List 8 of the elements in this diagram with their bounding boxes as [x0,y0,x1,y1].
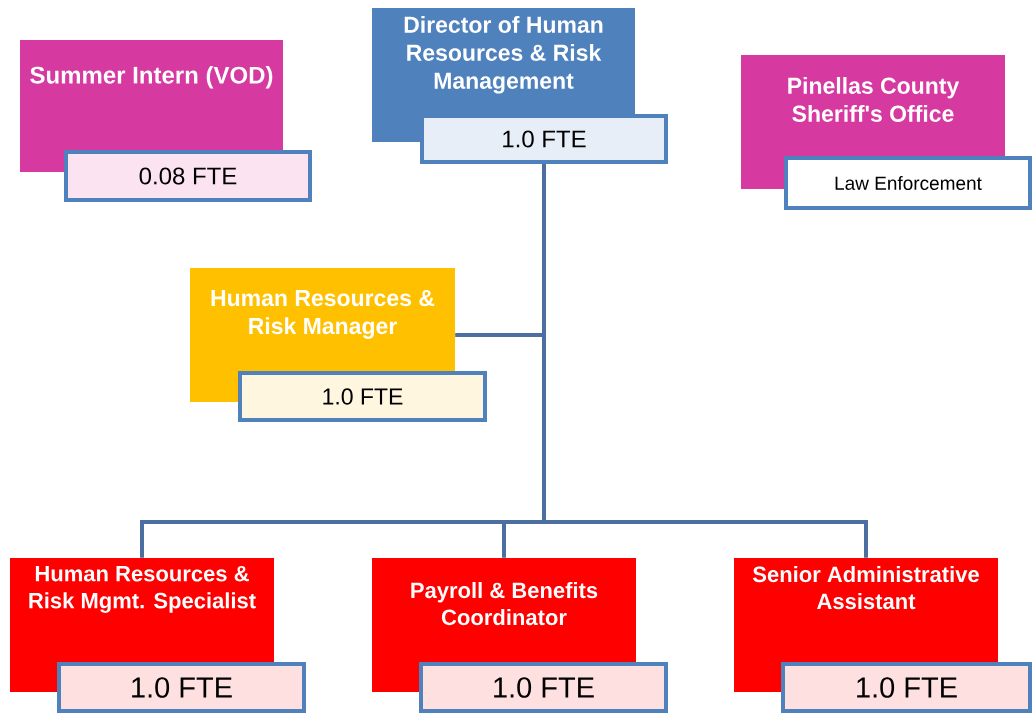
fte-box: 0.08 FTE [64,150,312,202]
fte-box: 1.0 FTE [238,371,487,422]
fte-box: 1.0 FTE [420,114,668,164]
fte-box: 1.0 FTE [57,662,306,713]
fte-box: 1.0 FTE [781,662,1032,713]
fte-box: 1.0 FTE [419,662,668,713]
fte-box: Law Enforcement [784,156,1032,210]
connector-line [542,164,868,558]
